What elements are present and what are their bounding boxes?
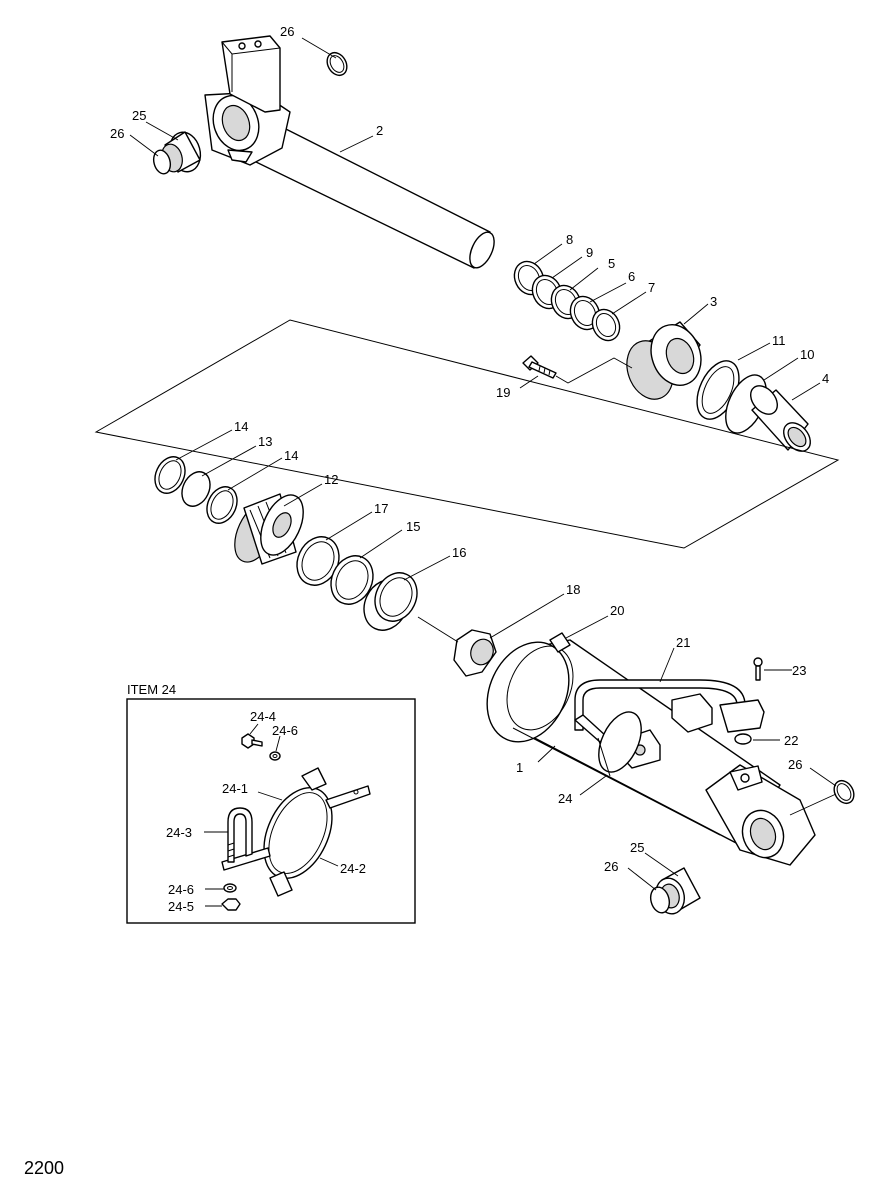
callout-23: 23 <box>792 663 806 678</box>
ring-part-14-b <box>206 486 238 524</box>
bolt-part-19 <box>522 355 557 379</box>
callout-24-6: 24-6 <box>272 723 298 738</box>
callout-2: 2 <box>376 123 383 138</box>
ring-part-14-a <box>154 456 186 494</box>
nut-part-18 <box>453 629 497 677</box>
bolt-part-23 <box>753 657 763 681</box>
piston-part-12 <box>234 493 304 565</box>
callout-6: 6 <box>628 269 635 284</box>
bolt-part-24-4 <box>241 733 263 749</box>
piston-rod-part-2 <box>204 35 495 269</box>
callout-24-4: 24-4 <box>250 709 276 724</box>
callout-5: 5 <box>608 256 615 271</box>
callout-25: 25 <box>630 840 644 855</box>
callout-26: 26 <box>280 24 294 39</box>
bushing-part-25-rod <box>161 131 202 173</box>
callout-15: 15 <box>406 519 420 534</box>
washer-part-24-6-upper <box>269 751 281 761</box>
callout-26: 26 <box>110 126 124 141</box>
callout-14: 14 <box>234 419 248 434</box>
callout-3: 3 <box>710 294 717 309</box>
callout-1: 1 <box>516 760 523 775</box>
callout-24-6: 24-6 <box>168 882 194 897</box>
leader-lines <box>129 37 837 891</box>
callout-26: 26 <box>604 859 618 874</box>
callout-20: 20 <box>610 603 624 618</box>
ring-part-16 <box>363 572 418 631</box>
callout-24-2: 24-2 <box>340 861 366 876</box>
ring-part-15 <box>330 555 374 605</box>
callout-21: 21 <box>676 635 690 650</box>
callout-9: 9 <box>586 245 593 260</box>
callout-12: 12 <box>324 472 338 487</box>
callout-10: 10 <box>800 347 814 362</box>
callout-24-3: 24-3 <box>166 825 192 840</box>
callout-18: 18 <box>566 582 580 597</box>
seal-ring-part-7 <box>591 308 621 342</box>
seal-part-26-tube-left <box>649 886 671 914</box>
callout-26: 26 <box>788 757 802 772</box>
o-ring-part-22 <box>734 733 752 745</box>
callout-4: 4 <box>822 371 829 386</box>
washer-part-24-6-lower <box>223 883 237 893</box>
callout-labels: 26 25 26 2 8 9 5 6 7 3 11 10 4 19 14 13 … <box>110 24 829 914</box>
nut-part-24-5 <box>221 898 241 911</box>
callout-24-5: 24-5 <box>168 899 194 914</box>
seal-part-26-rod-top <box>326 51 348 77</box>
clamp-band-part-24-1 <box>221 767 371 897</box>
callout-13: 13 <box>258 434 272 449</box>
pipe-clamp-part-24 <box>597 711 642 777</box>
callout-24-1: 24-1 <box>222 781 248 796</box>
ring-part-13 <box>181 471 211 507</box>
callout-11: 11 <box>772 333 786 348</box>
seal-part-26-tube-right <box>833 779 855 805</box>
callout-19: 19 <box>496 385 510 400</box>
u-bolt-part-24-3 <box>227 807 253 863</box>
callout-17: 17 <box>374 501 388 516</box>
callout-16: 16 <box>452 545 466 560</box>
callout-7: 7 <box>648 280 655 295</box>
inset-title: ITEM 24 <box>127 682 176 697</box>
cylinder-head-part-3 <box>626 321 702 400</box>
callout-25: 25 <box>132 108 146 123</box>
pipe-part-21 <box>574 679 765 769</box>
inset-item-24: ITEM 24 <box>126 682 416 924</box>
bushing-part-4 <box>750 385 811 452</box>
callout-14: 14 <box>284 448 298 463</box>
callout-24: 24 <box>558 791 572 806</box>
callout-22: 22 <box>784 733 798 748</box>
piston-kit-frame <box>94 319 840 549</box>
callout-8: 8 <box>566 232 573 247</box>
page-number: 2200 <box>24 1158 64 1178</box>
